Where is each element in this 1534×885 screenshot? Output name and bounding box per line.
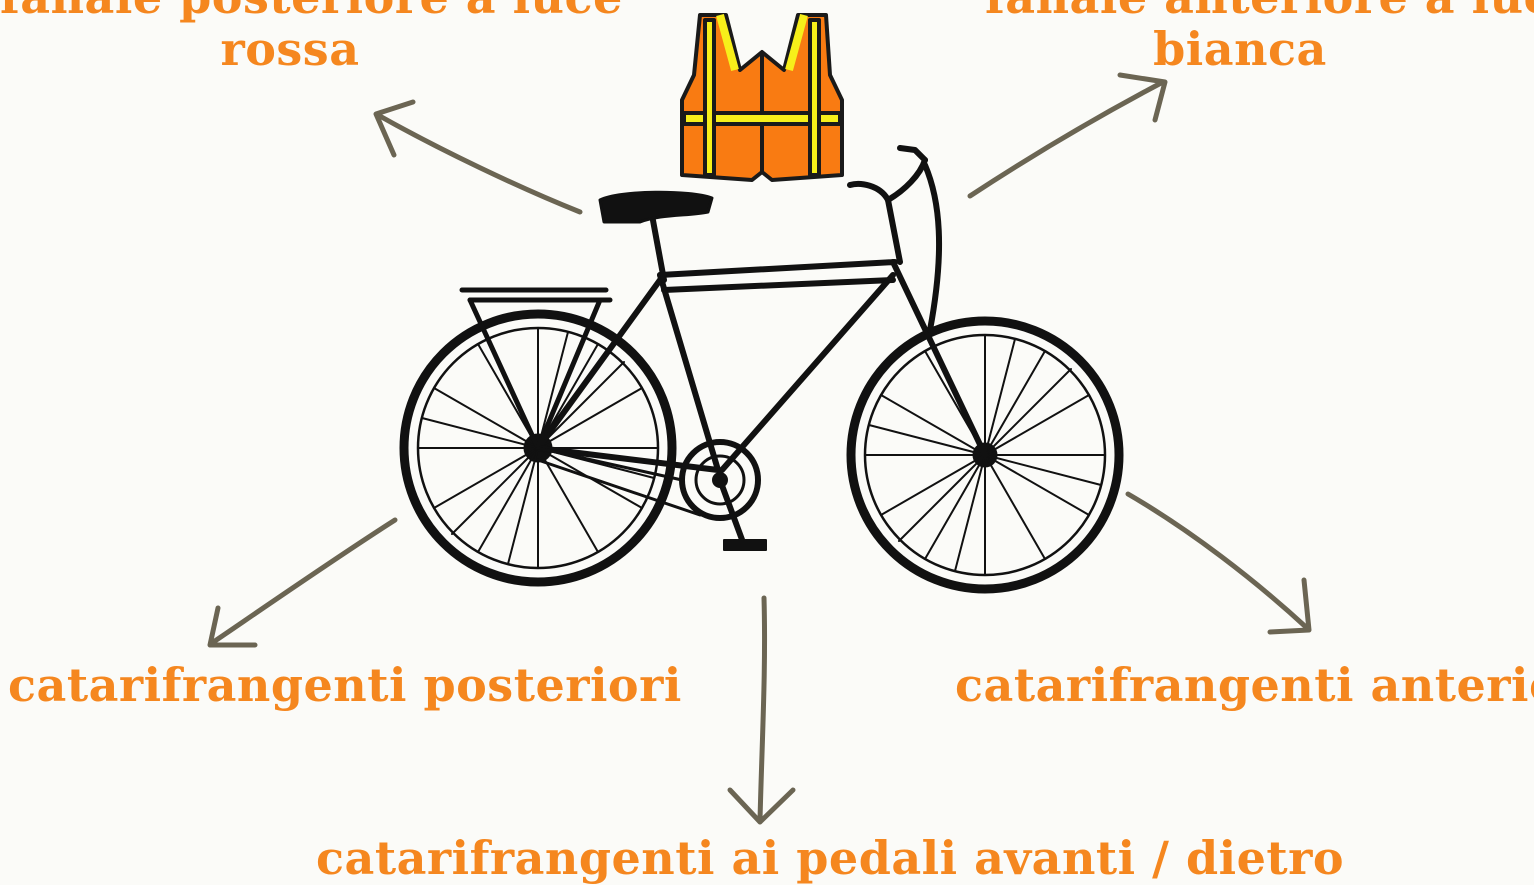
- bike-frame: [535, 197, 988, 473]
- bicycle-illustration: [399, 145, 1124, 594]
- arrows: [207, 72, 1312, 825]
- arrow-to-rear-reflectors: [207, 517, 398, 648]
- arrow-to-rear-light: [373, 99, 583, 215]
- handlebar: [847, 145, 943, 333]
- label-pedal-reflectors: catarifrangenti ai pedali avanti / dietr…: [316, 831, 1345, 885]
- arrow-to-pedal-reflectors: [727, 595, 796, 825]
- label-rear-reflectors: catarifrangenti posteriori: [8, 658, 682, 712]
- label-front-light-line2: bianca: [1153, 22, 1327, 76]
- rear-rack: [459, 287, 613, 451]
- safety-vest-icon: [680, 13, 844, 182]
- crankset: [536, 439, 767, 551]
- label-rear-light-line1: fanale posteriore a luce: [0, 0, 622, 20]
- label-front-reflectors: catarifrangenti anteriori: [955, 658, 1534, 712]
- arrow-to-front-light: [967, 72, 1168, 199]
- bike-saddle: [598, 190, 714, 224]
- label-rear-light-line2: rossa: [220, 22, 360, 76]
- arrow-to-front-reflectors: [1125, 491, 1312, 635]
- label-front-light-line1: fanale anteriore a luce: [985, 0, 1534, 20]
